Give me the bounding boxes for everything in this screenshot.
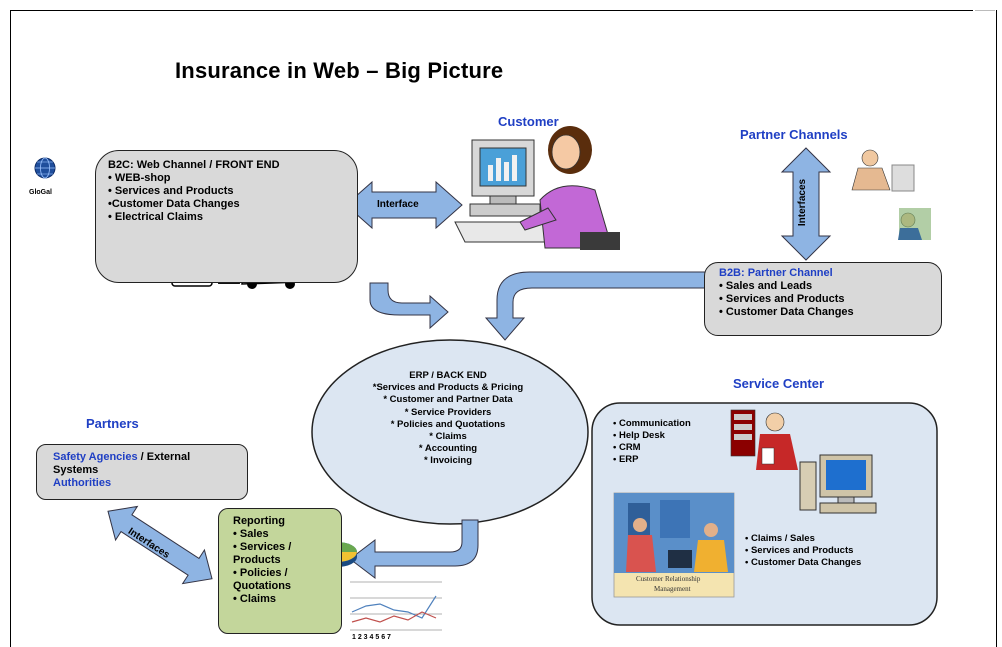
service-list-item: • Communication <box>613 418 691 429</box>
b2c-heading: B2C: Web Channel / FRONT END <box>108 159 280 171</box>
interface-double-arrow <box>345 180 463 230</box>
b2c-item: • Services and Products <box>108 185 234 197</box>
b2b-item: • Customer Data Changes <box>719 306 854 318</box>
service-center-list-2: • Claims / Sales • Services and Products… <box>745 533 861 569</box>
service-list-item: • Services and Products <box>745 545 854 556</box>
reporting-box: Reporting • Sales • Services / Products … <box>218 508 342 634</box>
erp-item: * Customer and Partner Data <box>383 394 513 406</box>
erp-text-block: ERP / BACK END *Services and Products & … <box>330 370 566 468</box>
erp-item: * Claims <box>429 431 467 443</box>
service-agent-icon <box>730 409 798 470</box>
partners-line-3: Authorities <box>53 477 112 489</box>
reporting-item: • Services / <box>233 541 292 553</box>
arrow-b2b-to-erp <box>484 271 709 341</box>
interfaces-vertical-arrow <box>780 147 832 261</box>
b2c-item: • WEB-shop <box>108 172 171 184</box>
partners-line-1: Safety Agencies / External <box>53 451 247 464</box>
reporting-item: • Policies / <box>233 567 288 579</box>
service-center-list-1: • Communication • Help Desk • CRM • ERP <box>613 418 691 466</box>
reporting-item: • Claims <box>233 593 276 605</box>
service-list-item: • CRM <box>613 442 641 453</box>
interface-label: Interface <box>377 199 419 210</box>
b2c-front-end-box: B2C: Web Channel / FRONT END • WEB-shop … <box>95 150 358 283</box>
external-text: / External <box>137 451 191 463</box>
arrow-erp-to-reporting <box>349 519 479 580</box>
crm-image <box>613 492 735 598</box>
b2c-item: •Customer Data Changes <box>108 198 240 210</box>
reporting-item: Quotations <box>233 580 292 592</box>
chart-axis-labels: 1 2 3 4 5 6 7 <box>352 634 391 641</box>
partners-box: Safety Agencies / External Systems Autho… <box>36 444 248 500</box>
interfaces-vertical-label: Interfaces <box>797 178 809 227</box>
erp-ellipse <box>311 339 589 525</box>
frame-right-border <box>996 10 997 647</box>
erp-item: *Services and Products & Pricing <box>372 382 524 394</box>
frame-left-border <box>10 10 11 647</box>
frame-top-border <box>10 10 973 11</box>
customer-header: Customer <box>498 114 559 129</box>
b2b-heading: B2B: Partner Channel <box>719 267 833 279</box>
reporting-item: • Sales <box>233 528 269 540</box>
interfaces-diagonal-arrow <box>107 505 213 585</box>
b2b-item: • Sales and Leads <box>719 280 813 292</box>
partners-header: Partners <box>86 416 139 431</box>
partner-people-icon <box>851 149 931 240</box>
globe-icon <box>34 157 56 179</box>
erp-item: * Invoicing <box>423 455 473 467</box>
crm-caption-2: Management <box>654 585 691 593</box>
service-center-header: Service Center <box>733 376 825 391</box>
partner-channels-header: Partner Channels <box>740 127 848 142</box>
service-list-item: • Claims / Sales <box>745 533 815 544</box>
service-list-item: • ERP <box>613 454 639 465</box>
reporting-item: Products <box>233 554 281 566</box>
service-list-item: • Customer Data Changes <box>745 557 862 568</box>
b2b-item: • Services and Products <box>719 293 845 305</box>
computer-icon <box>799 454 877 514</box>
reporting-line-chart <box>350 581 442 631</box>
globe-label: GloGal <box>29 189 52 196</box>
crm-caption-1: Customer Relationship <box>636 575 701 583</box>
reporting-heading: Reporting <box>233 515 285 527</box>
erp-item: * Service Providers <box>404 406 492 418</box>
customer-computer-icon <box>454 126 620 250</box>
erp-item: * Policies and Quotations <box>390 418 506 430</box>
partners-line-2: Systems <box>53 464 99 476</box>
frame-top-border-gray <box>975 10 995 11</box>
arrow-b2c-to-erp <box>369 282 449 330</box>
erp-item: * Accounting <box>418 443 478 455</box>
page-title: Insurance in Web – Big Picture <box>175 58 504 83</box>
erp-heading: ERP / BACK END <box>409 370 487 381</box>
b2b-partner-channel-box: B2B: Partner Channel • Sales and Leads •… <box>704 262 942 336</box>
safety-agencies-text: Safety Agencies <box>53 451 138 463</box>
b2c-item: • Electrical Claims <box>108 211 203 223</box>
service-list-item: • Help Desk <box>613 430 665 441</box>
